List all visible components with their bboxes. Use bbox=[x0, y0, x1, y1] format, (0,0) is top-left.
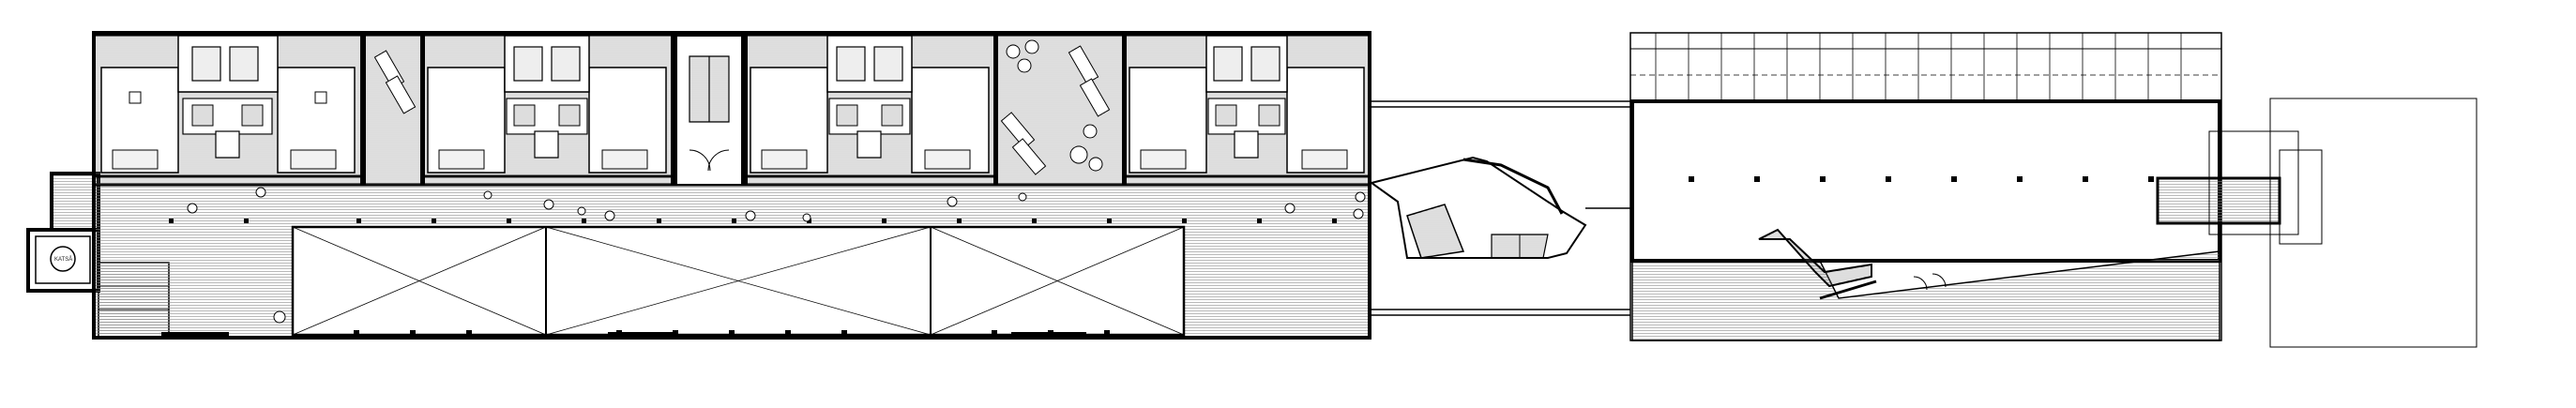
corridor-floor bbox=[96, 185, 1368, 224]
central-stair-core bbox=[675, 35, 748, 186]
right-building bbox=[1629, 32, 2281, 341]
apartment-cluster-4 bbox=[1127, 35, 1368, 185]
rooflight-strip bbox=[1630, 33, 2221, 102]
courtyard-bay-1 bbox=[366, 36, 425, 185]
apartment-cluster-1 bbox=[96, 35, 366, 185]
lift-icon bbox=[50, 246, 76, 272]
left-building: KATSÅ bbox=[26, 31, 1371, 340]
main-hall bbox=[1630, 99, 2221, 263]
apartment-cluster-3 bbox=[748, 35, 998, 185]
atrium-void bbox=[291, 225, 1186, 337]
lift-label: KATSÅ bbox=[54, 256, 72, 263]
corridor-columns bbox=[169, 219, 1337, 223]
apartment-cluster-2 bbox=[425, 35, 676, 185]
east-annex bbox=[2208, 98, 2478, 348]
corridor-furniture bbox=[187, 187, 1366, 324]
east-terrace bbox=[1184, 224, 1368, 336]
courtyard-bay-2 bbox=[998, 36, 1127, 185]
curved-stair bbox=[1758, 228, 1947, 300]
connector-bridge bbox=[1369, 100, 1630, 316]
hall-columns bbox=[1689, 176, 2154, 182]
south-apron bbox=[1631, 250, 2220, 341]
west-terrace bbox=[96, 224, 293, 336]
